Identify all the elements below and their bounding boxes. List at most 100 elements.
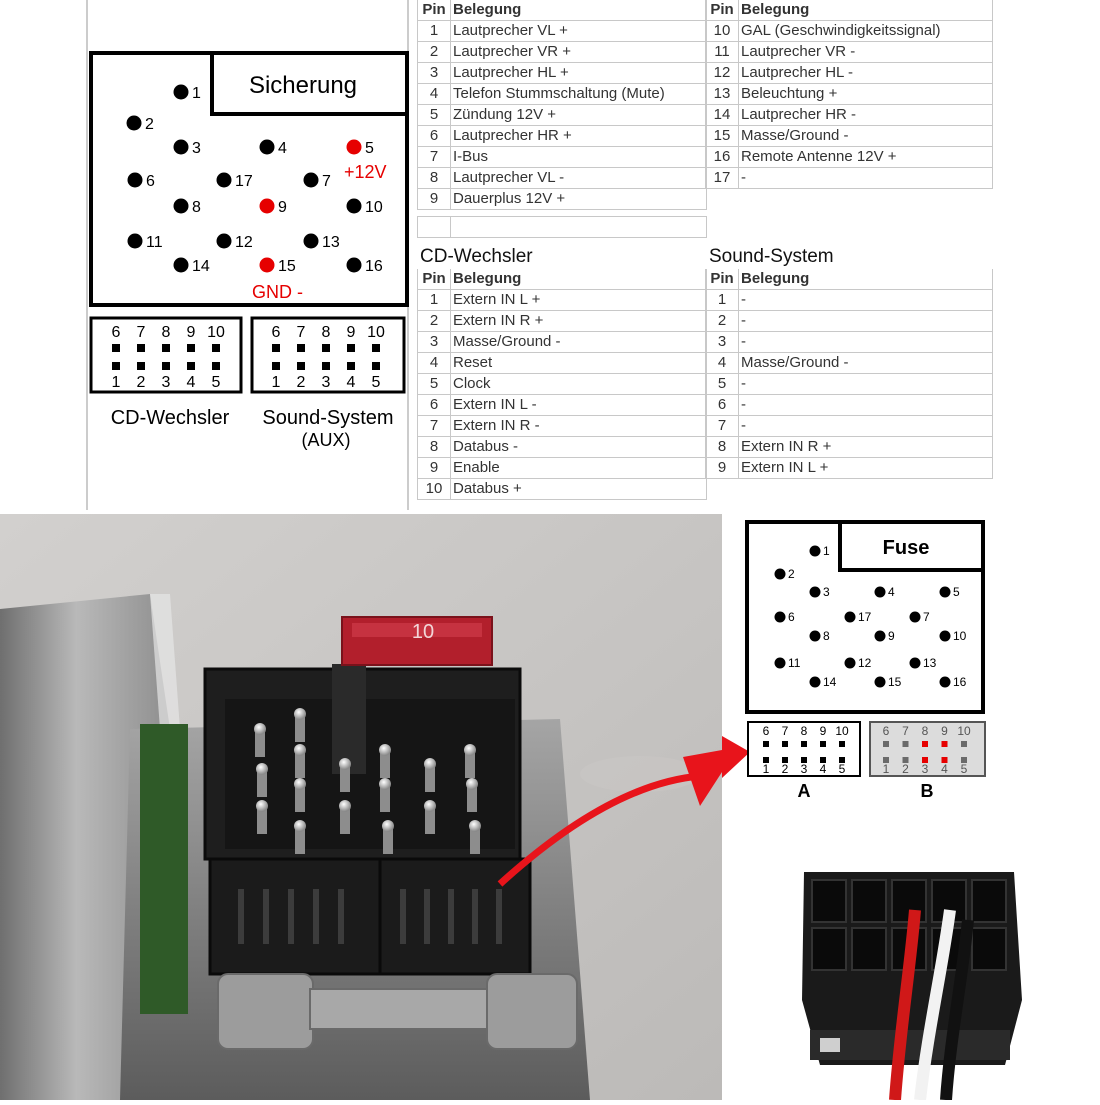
pin-number-label: 6 <box>146 173 155 190</box>
pin-column-header: Pin <box>705 0 739 21</box>
pin-dot <box>126 115 142 131</box>
aux-pin-label: 3 <box>322 374 331 391</box>
pin-assignment: Masse/Ground - <box>738 352 993 374</box>
aux-pin <box>112 362 120 370</box>
belegung-column-header: Belegung <box>738 269 993 290</box>
pin-assignment: Enable <box>450 457 707 479</box>
aux-pin <box>112 344 120 352</box>
socket-slot <box>496 889 502 944</box>
spacer-row-left <box>417 216 707 238</box>
pin-number: 2 <box>417 41 451 63</box>
pin-number-label: 10 <box>365 199 383 216</box>
aux-pin-label: 6 <box>112 324 121 341</box>
aux-pin <box>272 344 280 352</box>
aux-pin <box>961 757 967 763</box>
aux-pin-label: 10 <box>835 724 849 738</box>
connector-pin-head <box>254 723 266 735</box>
pin-dot <box>216 172 232 188</box>
pin-number-label: 17 <box>235 173 253 190</box>
aux-pin <box>961 741 967 747</box>
label-b: B <box>921 781 934 801</box>
gnd-label: GND - <box>252 282 303 302</box>
pin-assignment: - <box>738 373 993 395</box>
pointer-arrow <box>497 772 701 887</box>
pin-dot <box>259 139 275 155</box>
aux-pin <box>922 757 928 763</box>
connector-pin-head <box>256 800 268 812</box>
pin-number: 7 <box>705 415 739 437</box>
socket-slot <box>288 889 294 944</box>
inset-connector-b <box>869 721 986 777</box>
pin-number-label: 12 <box>235 234 253 251</box>
pin-number-label: 6 <box>788 610 795 624</box>
pin-number: 14 <box>705 104 739 126</box>
table-row: 7- <box>705 415 993 437</box>
aux-pin-label: 2 <box>782 762 789 776</box>
pin-assignment: - <box>738 415 993 437</box>
arrow-head <box>683 750 722 806</box>
aux-pin <box>372 344 380 352</box>
pin-number: 8 <box>417 167 451 189</box>
cd-wechsler-title: CD-Wechsler <box>420 246 533 267</box>
plug-illustration <box>802 872 1022 1101</box>
connector-pin-head <box>339 758 351 770</box>
pin-dot <box>173 139 189 155</box>
connector-pins <box>254 708 481 854</box>
pin-assignment: Telefon Stummschaltung (Mute) <box>450 83 707 105</box>
socket-slot <box>400 889 406 944</box>
plug-cavity <box>971 879 1007 923</box>
aux-pin-label: 10 <box>957 724 971 738</box>
connector-pin <box>467 784 477 812</box>
pin-number-label: 13 <box>923 656 937 670</box>
aux-pin <box>297 344 305 352</box>
pin-assignment: Reset <box>450 352 707 374</box>
aux-pin <box>212 362 220 370</box>
pin-number: 10 <box>705 20 739 42</box>
pin-dot <box>216 233 232 249</box>
pin-number: 5 <box>417 373 451 395</box>
pin-assignment: Zündung 12V + <box>450 104 707 126</box>
pin-number: 3 <box>705 331 739 353</box>
aux-pin <box>272 362 280 370</box>
white-wire <box>914 909 956 1101</box>
pin-dot <box>303 172 319 188</box>
connector-pin-head <box>256 763 268 775</box>
connector-pin-head <box>339 800 351 812</box>
pin-number: 6 <box>417 394 451 416</box>
aux-pin-label: 8 <box>922 724 929 738</box>
pin-assignment: Extern IN L - <box>450 394 707 416</box>
black-wire <box>940 919 974 1101</box>
aux-pin-label: 4 <box>941 762 948 776</box>
aux-pin-label: 1 <box>112 374 121 391</box>
aux-pin <box>212 344 220 352</box>
radio-photo-illustration: 10 <box>0 514 722 1100</box>
pin-number-label: 14 <box>823 675 837 689</box>
aux-pin <box>902 741 909 747</box>
pin-assignment: Extern IN R + <box>450 310 707 332</box>
pin-column-header: Pin <box>417 269 451 290</box>
aux-pin <box>162 362 170 370</box>
pin-number-label: 2 <box>145 116 154 133</box>
pin-number: 15 <box>705 125 739 147</box>
pin-dot <box>809 630 821 642</box>
aux-pin-label: 8 <box>322 324 331 341</box>
pin-number: 17 <box>705 167 739 189</box>
pin-assignment: - <box>738 310 993 332</box>
pin-number-label: 9 <box>888 629 895 643</box>
pin-number-label: 12 <box>858 656 872 670</box>
table-row: 3- <box>705 331 993 353</box>
pin-number: 1 <box>417 289 451 311</box>
pin-assignment: Lautprecher VL + <box>450 20 707 42</box>
